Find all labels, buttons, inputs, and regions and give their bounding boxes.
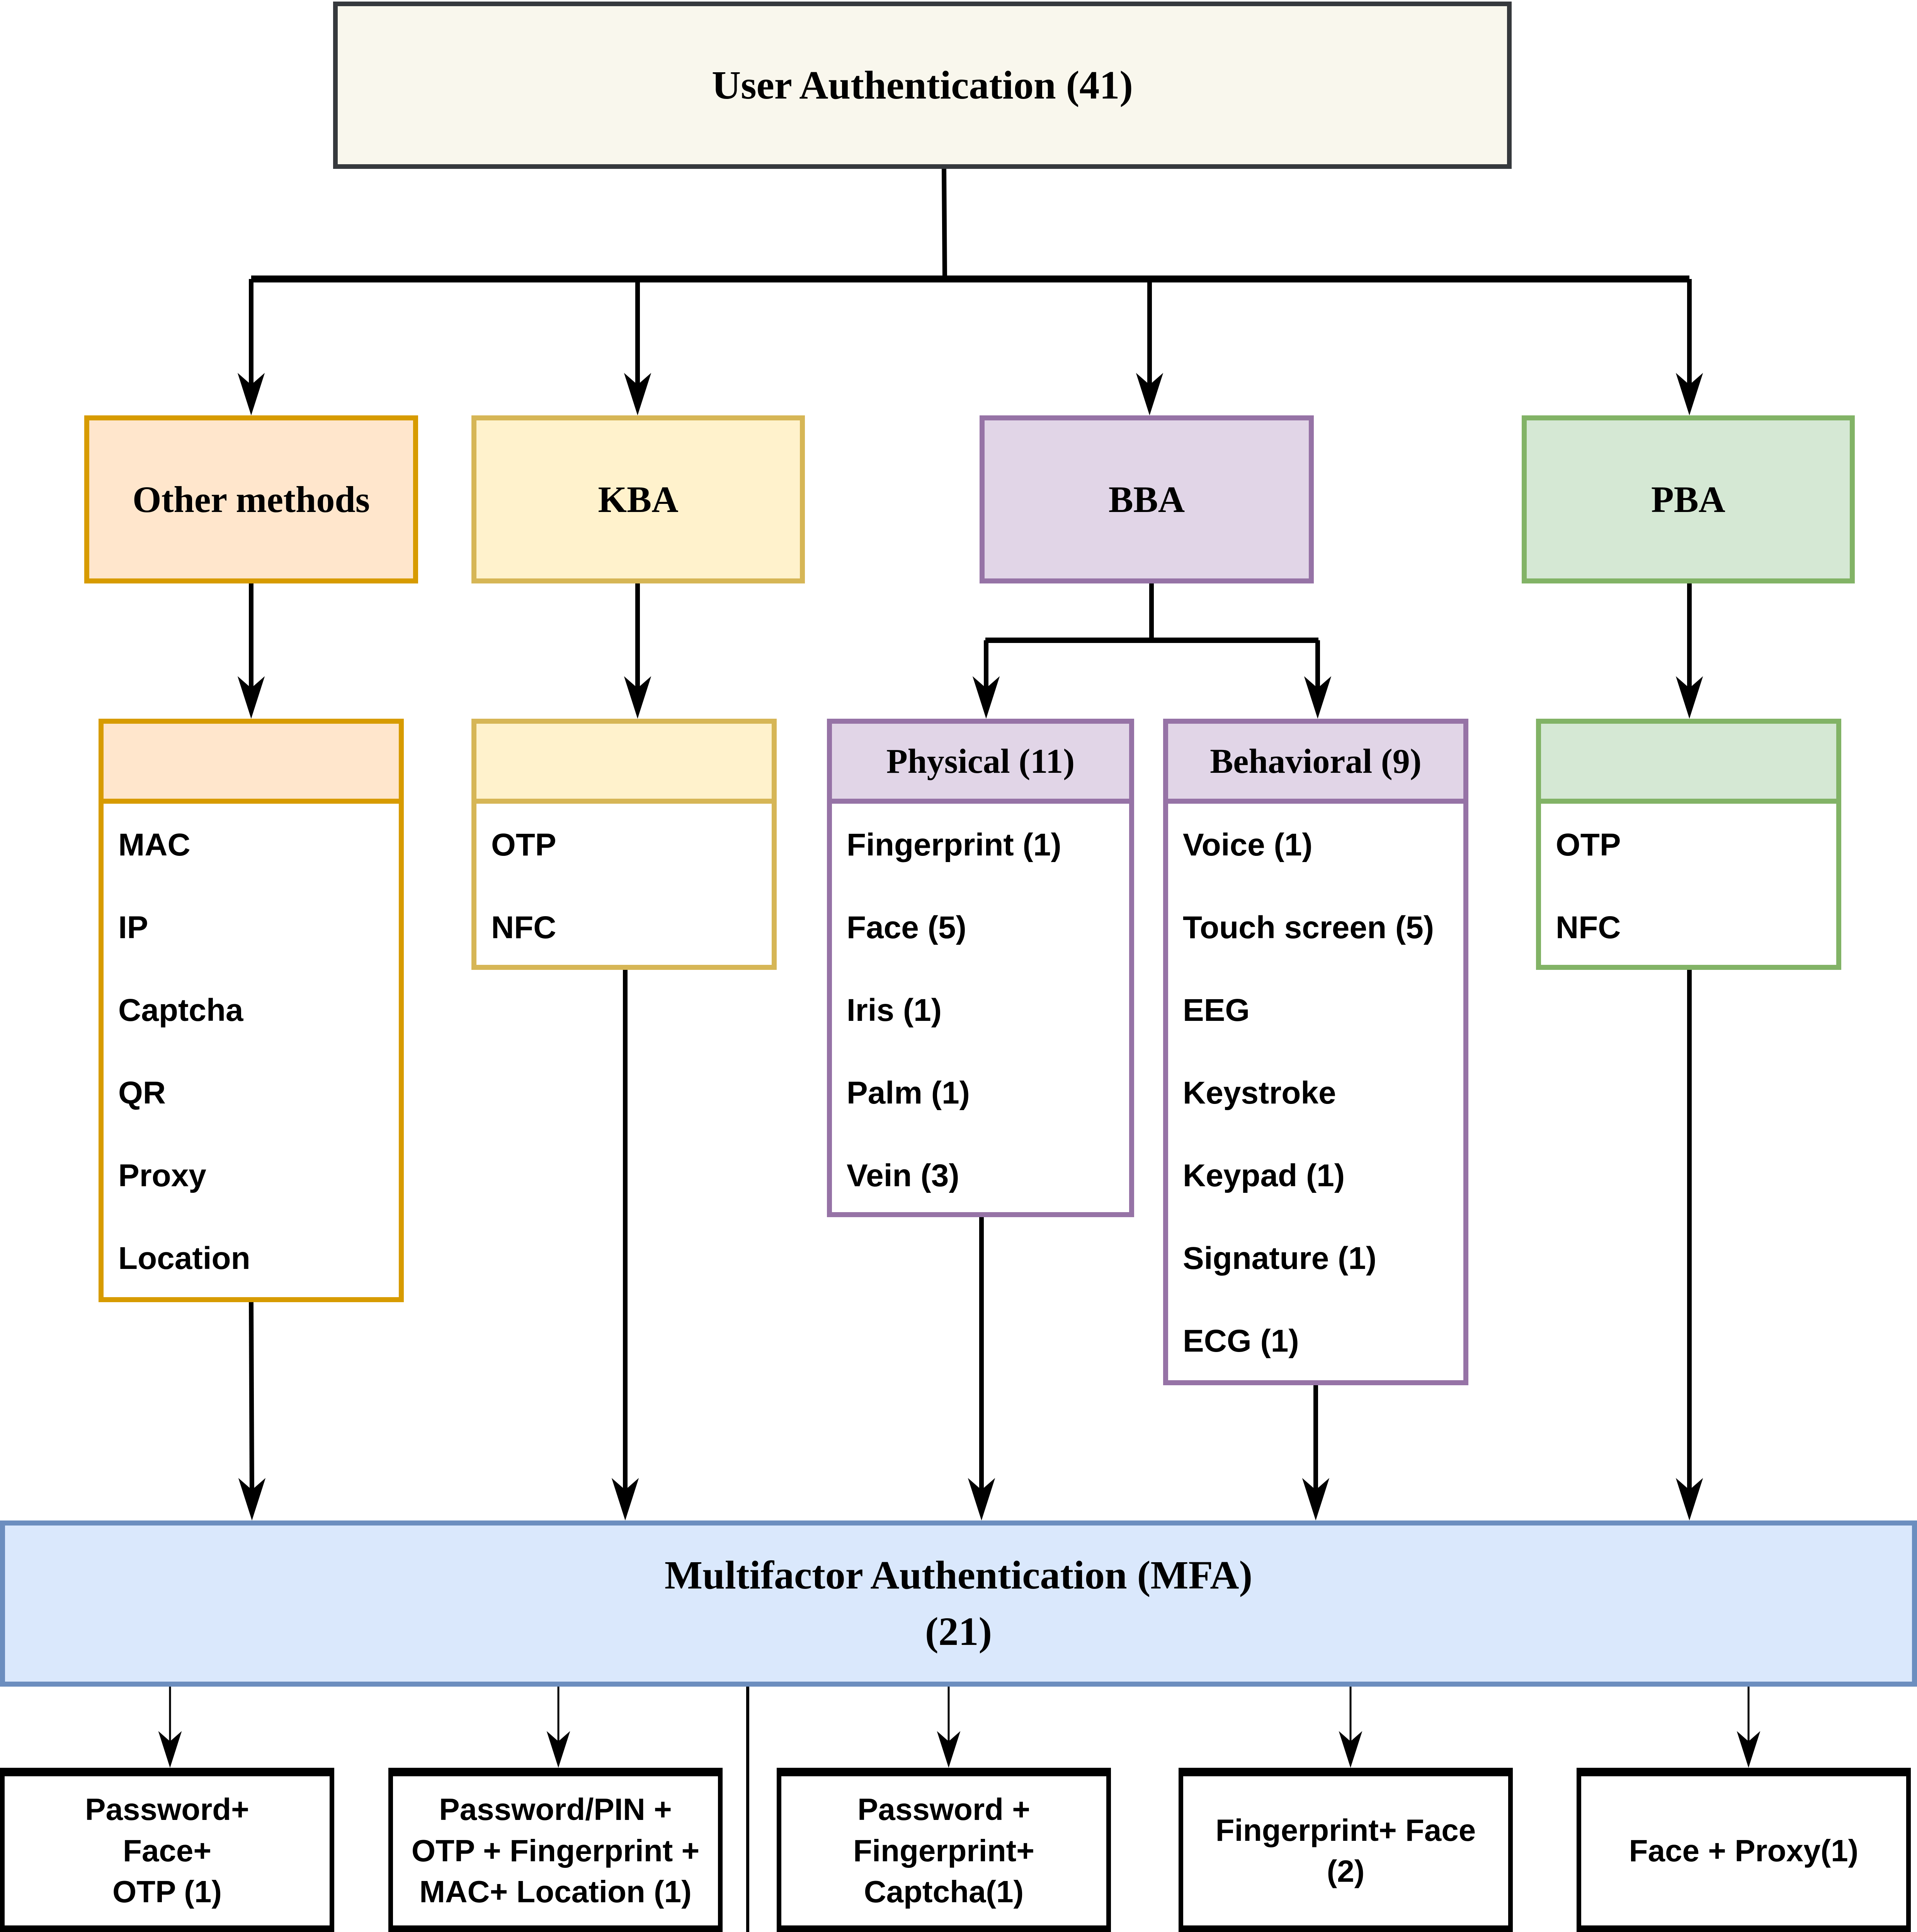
arrowhead-icon xyxy=(1675,373,1703,415)
combination-box: Face + Proxy(1) xyxy=(1577,1768,1911,1932)
combination-label: Password+ Face+ OTP (1) xyxy=(85,1792,249,1909)
arrowhead-icon xyxy=(237,373,265,415)
category-kba-label: KBA xyxy=(598,479,679,520)
arrowhead-icon xyxy=(624,676,651,719)
arrowhead-icon xyxy=(1675,676,1703,719)
list-item: MAC xyxy=(118,827,191,862)
arrowhead-icon xyxy=(972,676,1000,719)
list-item: OTP xyxy=(1556,827,1621,862)
arrowhead-icon xyxy=(1304,676,1332,719)
list-item: Location xyxy=(118,1241,250,1276)
mfa-title: Multifactor Authentication (MFA) xyxy=(664,1553,1253,1598)
category-kba: KBA xyxy=(471,415,805,583)
list-item: EEG xyxy=(1183,993,1250,1028)
list-item: Voice (1) xyxy=(1183,827,1313,862)
list-item: Keypad (1) xyxy=(1183,1158,1345,1193)
list-item: Palm (1) xyxy=(847,1075,970,1111)
arrowhead-icon xyxy=(1339,1731,1362,1768)
list-item: Keystroke xyxy=(1183,1075,1336,1111)
combination-box: Password+ Face+ OTP (1) xyxy=(0,1768,334,1932)
list-item: Face (5) xyxy=(847,910,966,945)
arrowhead-icon xyxy=(1136,373,1163,415)
list-header xyxy=(104,724,399,804)
list-header-behavioral: Behavioral (9) xyxy=(1168,724,1463,804)
arrowhead-icon xyxy=(238,1478,266,1520)
category-bba: BBA xyxy=(980,415,1314,583)
list-item: Iris (1) xyxy=(847,993,942,1028)
arrowhead-icon xyxy=(968,1478,995,1520)
list-bba-physical: Physical (11) Fingerprint (1) Face (5) I… xyxy=(827,719,1134,1217)
arrowhead-icon xyxy=(237,676,265,719)
combination-label: Fingerprint+ Face (2) xyxy=(1215,1813,1476,1888)
list-other-methods: MAC IP Captcha QR Proxy Location xyxy=(99,719,404,1302)
category-bba-label: BBA xyxy=(1108,479,1185,520)
list-item: Touch screen (5) xyxy=(1183,910,1434,945)
list-item: NFC xyxy=(491,910,556,945)
list-item: Vein (3) xyxy=(847,1158,959,1193)
category-other-methods: Other methods xyxy=(84,415,418,583)
mfa-count: (21) xyxy=(925,1609,992,1654)
list-header xyxy=(1541,724,1836,804)
combination-box: Password/PIN + OTP + Fingerprint + MAC+ … xyxy=(388,1768,723,1932)
list-kba: OTP NFC xyxy=(471,719,777,970)
list-header-physical: Physical (11) xyxy=(832,724,1129,804)
combination-label: Face + Proxy(1) xyxy=(1629,1833,1859,1868)
root-node-user-authentication: User Authentication (41) xyxy=(333,2,1512,169)
arrowhead-icon xyxy=(1675,1478,1703,1520)
root-title: User Authentication (41) xyxy=(711,63,1133,107)
list-item: OTP xyxy=(491,827,556,862)
mfa-node: Multifactor Authentication (MFA) (21) xyxy=(0,1520,1917,1687)
list-bba-behavioral: Behavioral (9) Voice (1) Touch screen (5… xyxy=(1163,719,1468,1385)
arrowhead-icon xyxy=(624,373,651,415)
list-item: Signature (1) xyxy=(1183,1241,1377,1276)
list-item: QR xyxy=(118,1075,166,1111)
list-item: Fingerprint (1) xyxy=(847,827,1061,862)
list-item: Proxy xyxy=(118,1158,206,1193)
connector-arrow-line xyxy=(249,1302,254,1495)
category-pba: PBA xyxy=(1522,415,1855,583)
arrowhead-icon xyxy=(546,1731,570,1768)
category-other-label: Other methods xyxy=(132,479,370,520)
list-pba: OTP NFC xyxy=(1536,719,1841,970)
list-item: IP xyxy=(118,910,148,945)
combination-label: Password/PIN + OTP + Fingerprint + MAC+ … xyxy=(411,1792,700,1909)
root-stem-line xyxy=(942,168,947,279)
combination-box: Password + Fingerprint+ Captcha(1) xyxy=(777,1768,1111,1932)
arrowhead-icon xyxy=(1737,1731,1761,1768)
arrowhead-icon xyxy=(158,1731,182,1768)
list-header xyxy=(476,724,772,804)
arrowhead-icon xyxy=(611,1478,639,1520)
list-item: Captcha xyxy=(118,993,243,1028)
arrowhead-icon xyxy=(937,1731,961,1768)
combination-box: Fingerprint+ Face (2) xyxy=(1179,1768,1513,1932)
list-item: ECG (1) xyxy=(1183,1323,1299,1359)
arrowhead-icon xyxy=(1302,1478,1330,1520)
combination-label: Password + Fingerprint+ Captcha(1) xyxy=(853,1792,1034,1909)
category-pba-label: PBA xyxy=(1651,479,1725,520)
list-item: NFC xyxy=(1556,910,1621,945)
